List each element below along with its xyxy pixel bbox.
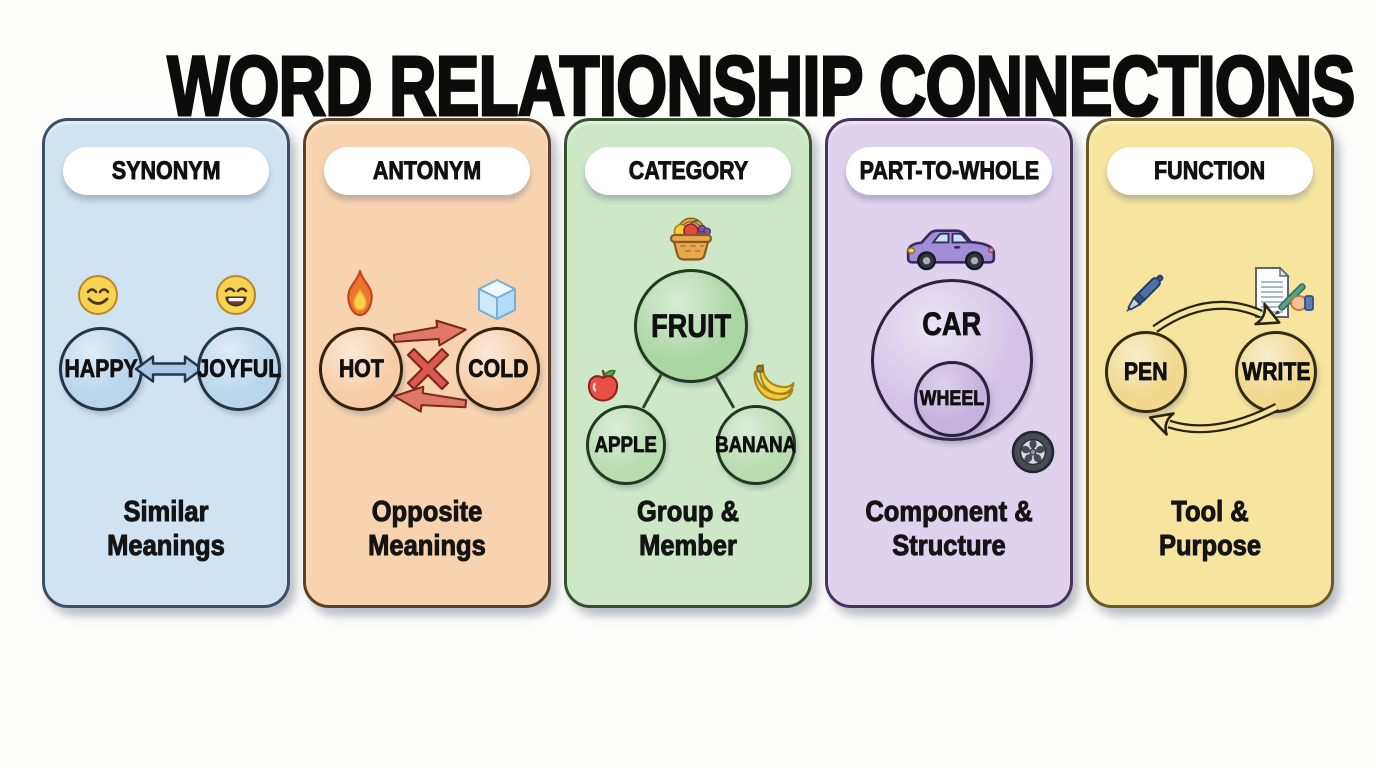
node-happy: HAPPY	[59, 327, 143, 411]
card-label: CATEGORY	[628, 156, 748, 185]
card-category: CATEGORY F	[564, 118, 812, 608]
fruit-basket-icon	[662, 209, 720, 261]
card-caption: Opposite Meanings	[368, 496, 487, 563]
cycle-arrow-top-icon	[1147, 287, 1283, 335]
card-caption: Tool & Purpose	[1158, 496, 1262, 563]
apple-icon	[583, 363, 623, 403]
card-caption: Group & Member	[636, 496, 740, 563]
right-arrow-icon	[389, 314, 470, 353]
card-header-pill: PART-TO-WHOLE	[846, 147, 1052, 195]
card-header-pill: ANTONYM	[324, 147, 530, 195]
tire-icon	[1010, 429, 1056, 475]
card-label: FUNCTION	[1154, 156, 1266, 185]
card-header-pill: SYNONYM	[63, 147, 269, 195]
node-wheel: WHEEL	[914, 361, 990, 437]
node-pen: PEN	[1105, 331, 1187, 413]
card-caption: Component & Structure	[865, 496, 1033, 563]
card-synonym: SYNONYM HAPPY	[42, 118, 290, 608]
node-apple: APPLE	[586, 405, 666, 485]
card-row: SYNONYM HAPPY	[0, 118, 1376, 608]
fire-icon	[337, 269, 383, 321]
car-icon	[899, 221, 1003, 273]
card-label: PART-TO-WHOLE	[859, 156, 1039, 185]
double-arrow-icon	[133, 351, 205, 387]
card-header-pill: CATEGORY	[585, 147, 791, 195]
node-banana: BANANA	[715, 405, 797, 485]
page-title: WORD RELATIONSHIP CONNECTIONS	[0, 0, 1376, 135]
node-joyful: JOYFUL	[197, 327, 281, 411]
left-arrow-icon	[390, 381, 471, 419]
card-function: FUNCTION	[1086, 118, 1334, 608]
node-fruit: FRUIT	[634, 269, 748, 383]
banana-icon	[750, 360, 798, 402]
node-cold: COLD	[456, 327, 540, 411]
pen-icon	[1115, 267, 1171, 323]
card-antonym: ANTONYM HOT	[303, 118, 551, 608]
card-label: SYNONYM	[111, 156, 221, 185]
node-write: WRITE	[1235, 331, 1317, 413]
card-header-pill: FUNCTION	[1107, 147, 1313, 195]
card-caption: Similar Meanings	[107, 496, 226, 563]
cycle-arrow-bottom-icon	[1149, 399, 1285, 443]
node-hot: HOT	[319, 327, 403, 411]
ice-cube-icon	[474, 277, 520, 323]
laughing-face-icon	[214, 273, 258, 317]
red-x-icon	[405, 346, 451, 392]
smiling-face-icon	[76, 273, 120, 317]
card-part-to-whole: PART-TO-WHOLE CAR	[825, 118, 1073, 608]
card-label: ANTONYM	[372, 156, 482, 185]
